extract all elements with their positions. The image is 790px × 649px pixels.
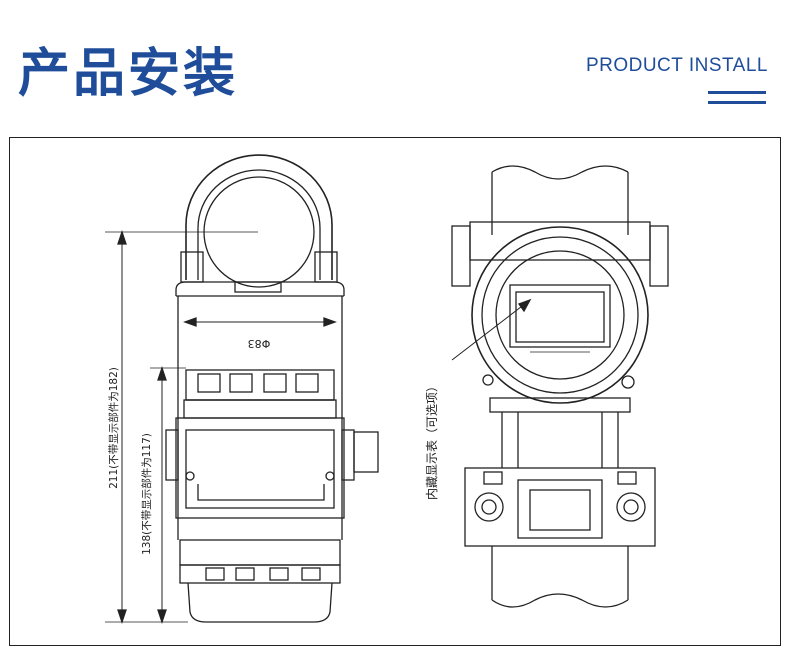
- dim-total-label: 211(不带显示部件为182): [107, 367, 120, 489]
- nut-right: [314, 251, 338, 283]
- front-bracket: [464, 467, 656, 547]
- page-subtitle: PRODUCT INSTALL: [585, 55, 768, 76]
- u-bolt-outer: [185, 154, 333, 280]
- nut-left: [180, 251, 204, 283]
- bracket: [175, 281, 345, 296]
- pipe-bottom: [491, 593, 629, 608]
- drawing-frame: [9, 137, 781, 646]
- display-callout-label: 内藏显示表（可选项）: [425, 380, 439, 500]
- bolt-left: [474, 492, 504, 522]
- bolt-right: [616, 492, 646, 522]
- dim-lower-label: 138(不带显示部件为117): [140, 433, 153, 555]
- side-view: [105, 154, 379, 625]
- housing-outer: [471, 226, 649, 404]
- display-window: [509, 284, 611, 348]
- u-bolt-inner: [197, 169, 321, 280]
- page-title: 产品安装: [18, 44, 239, 104]
- decorative-bars: [708, 91, 766, 107]
- housing-mid: [481, 236, 639, 394]
- front-view: [451, 165, 669, 608]
- housing-inner: [495, 250, 625, 380]
- pipe-top: [491, 165, 629, 180]
- bottom-cap: [187, 582, 333, 623]
- dim-diameter-label: Φ83: [248, 337, 271, 350]
